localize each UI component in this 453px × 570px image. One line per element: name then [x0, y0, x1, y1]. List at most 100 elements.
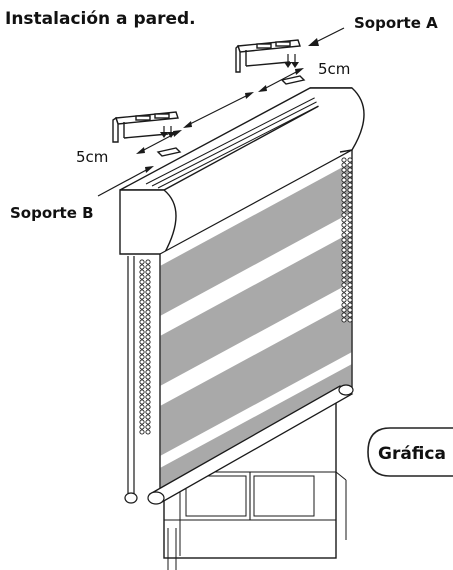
diagram-title: Instalación a pared.	[5, 9, 196, 29]
chain-bead	[347, 297, 353, 303]
chain-bead	[341, 262, 347, 268]
chain-bead	[145, 289, 151, 295]
chain-bead	[341, 312, 347, 318]
chain-bead	[341, 297, 347, 303]
chain-bead	[145, 419, 151, 425]
support-a-down-arrows	[284, 54, 299, 68]
chain-bead	[139, 354, 145, 360]
chain-bead	[341, 247, 347, 253]
chain-bead	[139, 424, 145, 430]
chain-bead	[139, 284, 145, 290]
fabric-stripe	[160, 232, 352, 386]
chain-bead	[145, 424, 151, 430]
chain-bead	[139, 339, 145, 345]
chain-bead	[347, 222, 353, 228]
chain-bead	[341, 257, 347, 263]
chain-bead	[139, 319, 145, 325]
chain-bead	[145, 414, 151, 420]
distance-b-dimension	[136, 130, 182, 154]
chain-bead	[139, 414, 145, 420]
chain-bead	[139, 264, 145, 270]
chain-bead	[139, 269, 145, 275]
chain-bead	[145, 329, 151, 335]
chain-bead	[341, 167, 347, 173]
chain-bead	[139, 309, 145, 315]
chain-bead	[139, 419, 145, 425]
chain-bead	[347, 157, 353, 163]
chain-bead	[341, 287, 347, 293]
chain-bead	[145, 394, 151, 400]
chain-bead	[341, 172, 347, 178]
chain-bead	[341, 162, 347, 168]
chain-bead	[145, 389, 151, 395]
chain-bead	[145, 354, 151, 360]
chain-bead	[145, 404, 151, 410]
chain-bead	[347, 247, 353, 253]
support-a-pointer-arrow	[308, 27, 345, 46]
support-b-bracket	[112, 111, 179, 143]
chain-bead	[341, 282, 347, 288]
chain-bead	[145, 324, 151, 330]
chain-bead	[347, 207, 353, 213]
chain-bead	[341, 292, 347, 298]
left-bead-chain	[139, 259, 151, 435]
chain-bead	[139, 314, 145, 320]
chain-bead	[139, 394, 145, 400]
chain-bead	[145, 269, 151, 275]
chain-bead	[341, 252, 347, 258]
chain-bead	[347, 187, 353, 193]
chain-bead	[341, 277, 347, 283]
rail-span-dimension	[183, 92, 254, 128]
chain-bead	[347, 237, 353, 243]
chain-bead	[341, 302, 347, 308]
chain-bead	[347, 232, 353, 238]
chain-bead	[139, 404, 145, 410]
chain-bead	[139, 349, 145, 355]
chain-bead	[145, 339, 151, 345]
chain-bead	[347, 257, 353, 263]
chain-bead	[139, 279, 145, 285]
chain-bead	[145, 379, 151, 385]
chain-bead	[341, 272, 347, 278]
chain-bead	[145, 274, 151, 280]
chain-bead	[145, 384, 151, 390]
chain-bead	[139, 384, 145, 390]
chain-bead	[347, 182, 353, 188]
support-a-bracket	[235, 39, 301, 73]
chain-bead	[139, 304, 145, 310]
chain-bead	[341, 307, 347, 313]
chain-bead	[341, 157, 347, 163]
support-b-clip	[156, 147, 182, 157]
chain-bead	[347, 312, 353, 318]
chain-bead	[139, 324, 145, 330]
chain-bead	[139, 294, 145, 300]
fabric-stripe	[160, 302, 352, 456]
chain-bead	[347, 272, 353, 278]
headrail-cassette	[119, 87, 365, 255]
chain-bead	[347, 287, 353, 293]
chain-bead	[145, 284, 151, 290]
chain-bead	[347, 177, 353, 183]
chain-bead	[347, 167, 353, 173]
chain-bead	[139, 429, 145, 435]
chain-bead	[139, 359, 145, 365]
left-side-rods	[124, 256, 138, 504]
chain-bead	[139, 364, 145, 370]
chain-bead	[347, 262, 353, 268]
chain-bead	[139, 274, 145, 280]
chain-bead	[145, 349, 151, 355]
chain-bead	[347, 292, 353, 298]
chain-bead	[347, 277, 353, 283]
fabric-stripe	[160, 162, 352, 316]
chain-bead	[347, 172, 353, 178]
chain-bead	[139, 374, 145, 380]
chain-bead	[341, 192, 347, 198]
chain-bead	[341, 317, 347, 323]
chain-bead	[347, 227, 353, 233]
chain-bead	[347, 217, 353, 223]
chain-bead	[139, 299, 145, 305]
chain-bead	[145, 334, 151, 340]
chain-bead	[341, 232, 347, 238]
chain-bead	[341, 197, 347, 203]
chain-bead	[347, 307, 353, 313]
